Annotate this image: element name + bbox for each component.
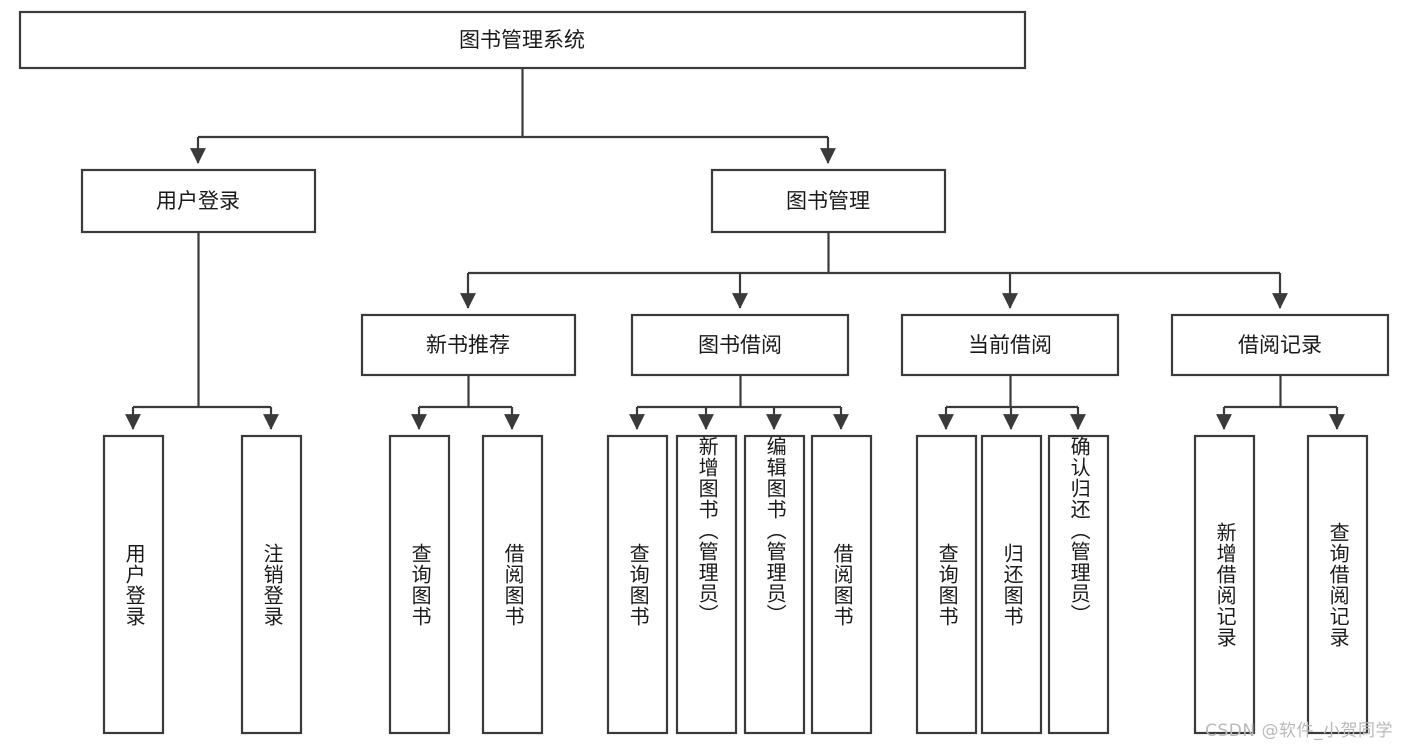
leaf-add-book-admin[interactable]	[675, 434, 738, 735]
node-user-login-label: 用户登录	[156, 189, 240, 213]
leaf-query-books-borrow[interactable]	[606, 434, 669, 735]
node-book-management[interactable]	[710, 168, 947, 234]
node-book-management-label: 图书管理	[786, 189, 870, 213]
connector-borrow-to-leaves	[629, 375, 849, 430]
connector-root-to-level2	[190, 68, 836, 164]
node-new-book-recommend-label: 新书推荐	[426, 333, 510, 357]
connector-books-to-level3	[460, 232, 1288, 309]
leaf-borrow-books[interactable]	[810, 434, 873, 735]
leaf-edit-book-admin[interactable]	[743, 434, 806, 735]
node-root[interactable]	[18, 10, 1027, 70]
connector-records-to-leaves	[1216, 375, 1345, 430]
node-new-book-recommend[interactable]	[360, 313, 577, 377]
connector-newbooks-to-leaves	[411, 375, 520, 430]
connector-login-to-leaves	[125, 232, 279, 430]
leaf-return-books[interactable]	[980, 434, 1043, 735]
node-root-label: 图书管理系统	[459, 28, 585, 52]
leaf-logout[interactable]	[240, 434, 303, 735]
node-borrow-records-label: 借阅记录	[1238, 333, 1322, 357]
node-book-borrow-label: 图书借阅	[698, 333, 782, 357]
node-borrow-records[interactable]	[1170, 313, 1390, 377]
node-current-borrow[interactable]	[900, 313, 1120, 377]
leaf-user-login[interactable]	[102, 434, 165, 735]
leaf-confirm-return-admin[interactable]	[1047, 434, 1110, 735]
connector-current-to-leaves	[938, 375, 1086, 430]
leaf-query-borrow-record[interactable]	[1306, 434, 1369, 735]
node-current-borrow-label: 当前借阅	[968, 333, 1052, 357]
leaf-query-books-recommend[interactable]	[388, 434, 451, 735]
leaf-add-borrow-record[interactable]	[1193, 434, 1256, 735]
leaf-query-books-current[interactable]	[915, 434, 978, 735]
leaf-borrow-books-recommend[interactable]	[481, 434, 544, 735]
node-book-borrow[interactable]	[630, 313, 850, 377]
node-user-login[interactable]	[80, 168, 317, 234]
